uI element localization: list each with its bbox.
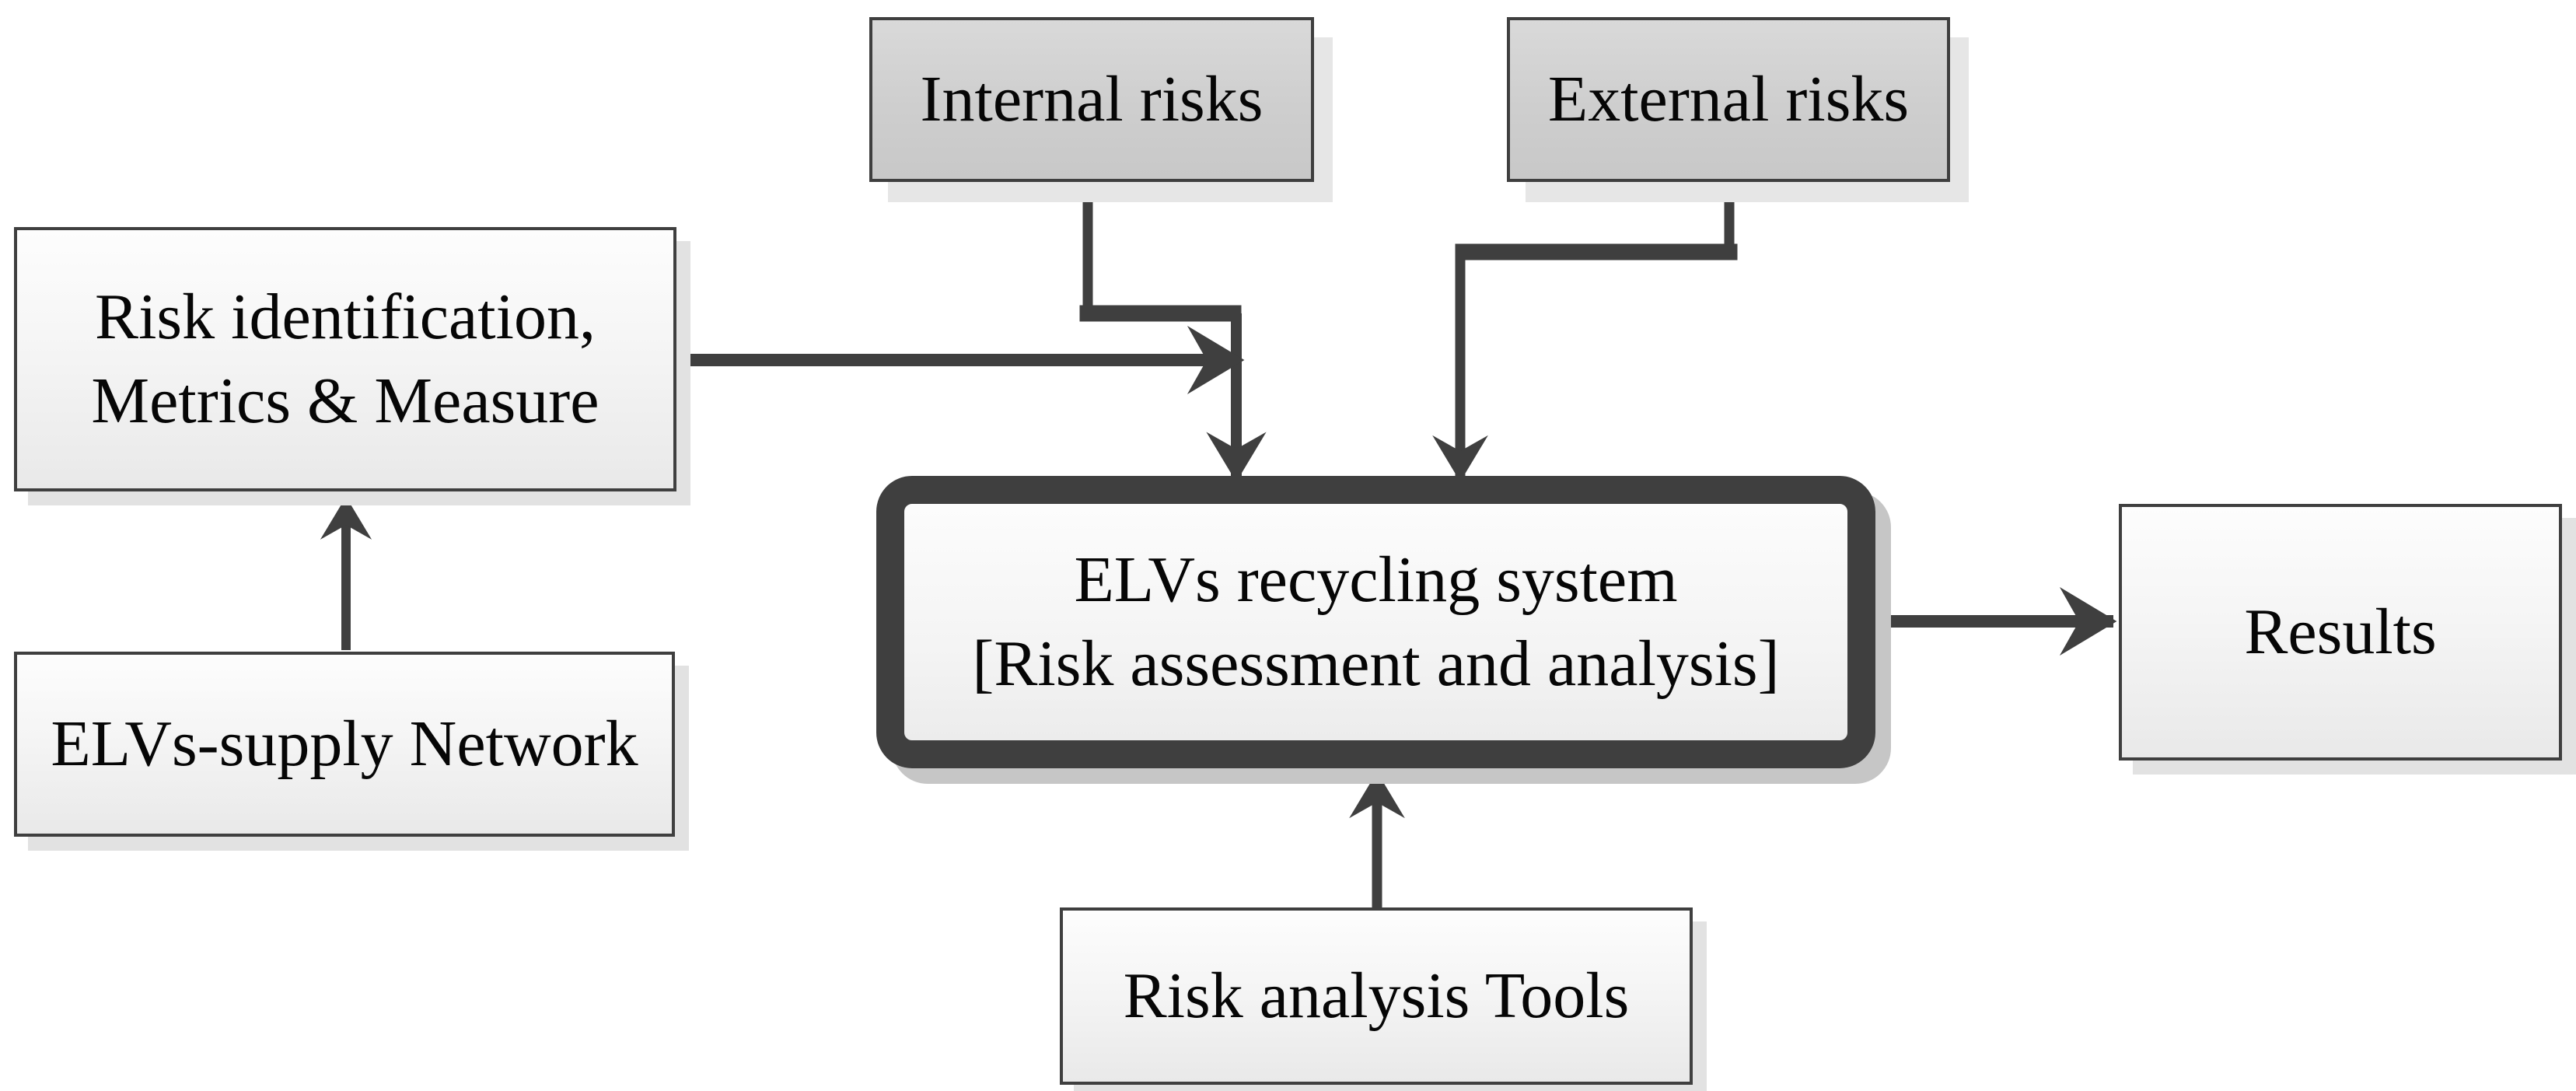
node-elvs-recycling-system: ELVs recycling system [Risk assessment a… <box>876 476 1875 768</box>
node-internal-risks: Internal risks <box>869 17 1314 182</box>
node-external-risks: External risks <box>1507 17 1950 182</box>
external-risks-label: External risks <box>1547 63 1910 136</box>
risk-analysis-tools-label: Risk analysis Tools <box>1123 960 1630 1033</box>
risk-identification-label-line2: Metrics & Measure <box>91 365 599 437</box>
internal-risks-label: Internal risks <box>920 63 1264 136</box>
node-elvs-supply-network: ELVs-supply Network <box>14 652 675 837</box>
elvs-recycling-system-label-line1: ELVs recycling system <box>1074 544 1678 617</box>
node-risk-identification: Risk identification, Metrics & Measure <box>14 227 676 491</box>
node-results: Results <box>2119 504 2562 761</box>
results-label: Results <box>2244 596 2437 669</box>
risk-identification-label-line1: Risk identification, <box>95 281 596 354</box>
node-risk-analysis-tools: Risk analysis Tools <box>1060 907 1693 1085</box>
elvs-supply-network-label: ELVs-supply Network <box>51 708 638 781</box>
elvs-recycling-system-label-line2: [Risk assessment and analysis] <box>972 628 1780 700</box>
